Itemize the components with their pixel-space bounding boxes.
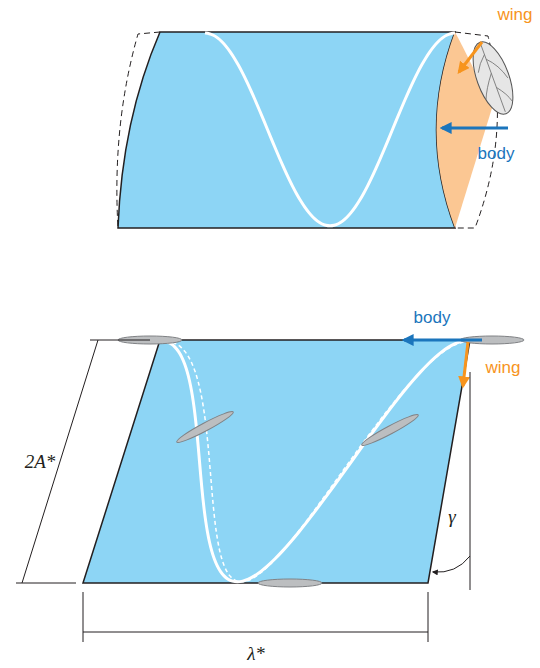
- unrolled-surface: [83, 340, 470, 583]
- body-arrow: [404, 339, 482, 342]
- wing-label: wing: [498, 6, 533, 25]
- wing-sections: [118, 336, 524, 587]
- wavelength-dimension: λ*: [247, 644, 265, 665]
- cylinder-surface: [117, 32, 498, 228]
- wing-path: [205, 33, 455, 226]
- body-label: body: [414, 309, 451, 328]
- wing-path: [162, 341, 466, 582]
- wing-arrow: [459, 42, 482, 72]
- wing-icon: [465, 37, 521, 119]
- amplitude-dimension: 2A*: [25, 452, 56, 473]
- body-arrow: [442, 127, 508, 130]
- wing-label: wing: [486, 359, 521, 378]
- angle-label: γ: [448, 507, 456, 528]
- body-label: body: [478, 145, 515, 164]
- wing-arrow: [463, 342, 468, 386]
- dimension-lines: [16, 340, 470, 642]
